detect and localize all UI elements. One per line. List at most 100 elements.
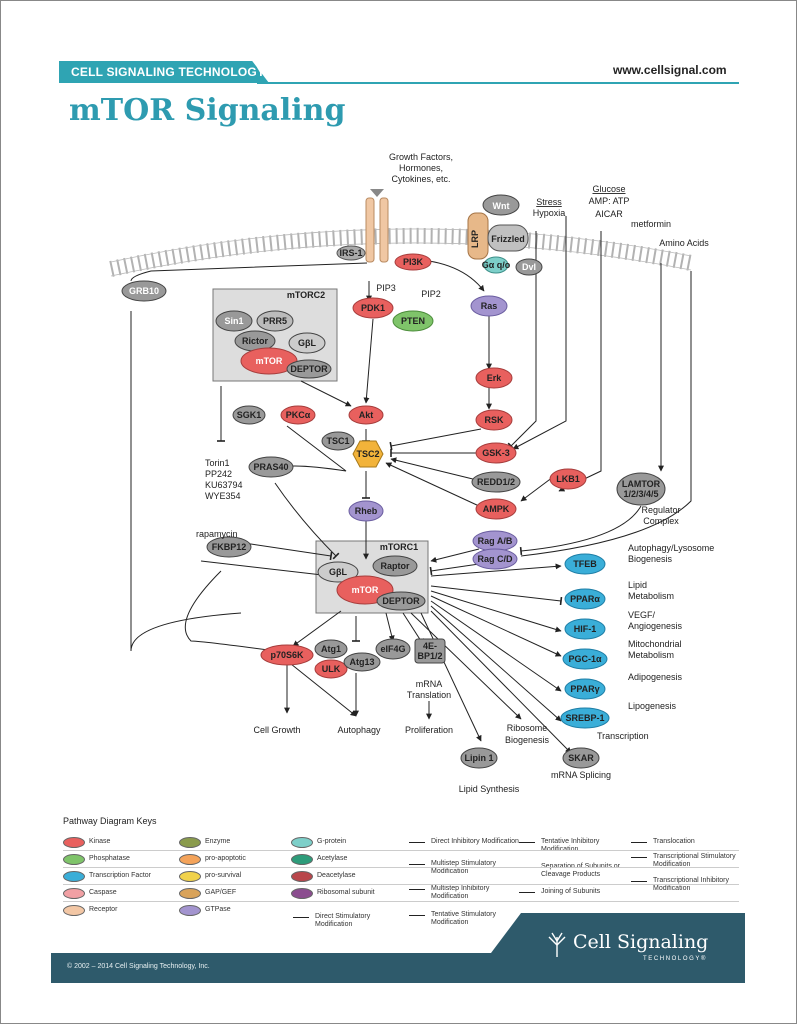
pkca-node[interactable] [280, 405, 316, 425]
key-swatch [63, 888, 85, 899]
sin1-node[interactable] [215, 310, 253, 332]
raptor-label: Raptor [381, 561, 410, 571]
key-arrow-label: Separation of Subunits or Cleavage Produ… [541, 863, 620, 878]
skar-label: SKAR [568, 753, 594, 763]
irs1-node[interactable] [336, 245, 366, 261]
mtor-label-c2: mTOR [256, 356, 283, 366]
irs1-label: IRS-1 [339, 248, 362, 258]
lipin1-node[interactable] [460, 747, 498, 769]
key-arrow-icon [409, 842, 425, 843]
ppara-node[interactable] [564, 588, 606, 610]
ampk-node[interactable] [475, 498, 517, 520]
key-arrow-label: Multistep Stimulatory Modification [431, 860, 496, 875]
cell-membrane [109, 227, 693, 277]
gsk3-label: GSK-3 [482, 448, 510, 458]
eif4g-node[interactable] [375, 638, 411, 660]
lrp-label: LRP [470, 230, 480, 248]
galpha-node[interactable] [483, 256, 509, 274]
key-swatch [179, 837, 201, 848]
deptor-node-c1[interactable] [376, 591, 426, 611]
sgk1-node[interactable] [232, 405, 266, 425]
dvl-node[interactable] [515, 258, 543, 276]
pi3k-node[interactable] [394, 253, 432, 271]
deptor-label-c2: DEPTOR [290, 364, 328, 374]
gbl-node-c2[interactable] [288, 332, 326, 354]
vegf-label: VEGF/ [628, 610, 656, 620]
website-link[interactable]: www.cellsignal.com [613, 63, 727, 77]
fkbp12-node[interactable] [206, 536, 252, 558]
translation-label: Translation [407, 690, 451, 700]
gsk3-node[interactable] [475, 442, 517, 464]
stress-label: Stress [536, 197, 562, 207]
key-swatch [179, 854, 201, 865]
regulator-label: Regulator [641, 505, 680, 515]
key-swatch [63, 905, 85, 916]
akt-label: Akt [359, 410, 374, 420]
pras40-node[interactable] [248, 456, 294, 478]
mtorc1-label: mTORC1 [380, 542, 418, 552]
key-label: Kinase [89, 838, 111, 845]
deptor-node-c2[interactable] [286, 359, 332, 379]
key-arrow-label: Transcriptional Inhibitory Modification [653, 877, 729, 892]
tsc2-node[interactable] [352, 440, 384, 468]
atg1-node[interactable] [314, 639, 348, 659]
erk-node[interactable] [475, 367, 513, 389]
header-divider [257, 82, 739, 84]
frizzled-node[interactable] [487, 224, 529, 252]
lkb1-node[interactable] [549, 468, 587, 490]
ragab-label: Rag A/B [478, 536, 513, 546]
raptor-node[interactable] [372, 555, 418, 577]
pdk1-node[interactable] [352, 297, 394, 319]
atg13-node[interactable] [343, 652, 381, 672]
4ebp-label-top: 4E- [423, 641, 437, 651]
lipid-label: Lipid [628, 580, 647, 590]
grb10-node[interactable] [121, 280, 167, 302]
autophagy-label: Autophagy [337, 725, 381, 735]
key-swatch [63, 854, 85, 865]
4ebp-label-bottom: BP1/2 [417, 651, 442, 661]
ragcd-node[interactable] [472, 548, 518, 570]
tfeb-label: TFEB [573, 559, 597, 569]
hif1-node[interactable] [564, 618, 606, 640]
pten-label: PTEN [401, 316, 425, 326]
key-arrow-label: Translocation [653, 838, 695, 845]
brand-label: CELL SIGNALING TECHNOLOGY [71, 65, 266, 79]
cytokines-label: Cytokines, etc. [391, 174, 450, 184]
akt-node[interactable] [348, 405, 384, 425]
pparg-node[interactable] [564, 678, 606, 700]
key-swatch [291, 854, 313, 865]
key-swatch [291, 888, 313, 899]
prr5-node[interactable] [256, 310, 294, 332]
tsc1-node[interactable] [321, 431, 355, 451]
key-arrow-icon [631, 842, 647, 843]
tfeb-node[interactable] [564, 553, 606, 575]
key-label: Deacetylase [317, 872, 356, 879]
mtor-label-c1: mTOR [352, 585, 379, 595]
lamtor-node[interactable] [616, 472, 666, 506]
wnt-node[interactable] [482, 194, 520, 216]
ribosome-label: Ribosome [507, 723, 548, 733]
redd-node[interactable] [471, 471, 521, 493]
transcription-label: Transcription [597, 731, 649, 741]
key-label: Phosphatase [89, 855, 130, 862]
rsk-node[interactable] [475, 409, 513, 431]
autophagy-lysosome-label: Autophagy/Lysosome [628, 543, 714, 553]
4ebp-node[interactable] [414, 638, 446, 664]
erk-label: Erk [487, 373, 503, 383]
key-swatch [63, 871, 85, 882]
ulk-label: ULK [322, 664, 341, 674]
p70s6k-node[interactable] [260, 644, 314, 666]
pgc1a-node[interactable] [562, 648, 608, 670]
ragcd-label: Rag C/D [477, 554, 513, 564]
aicar-label: AICAR [595, 209, 623, 219]
srebp1-node[interactable] [560, 707, 610, 729]
pten-node[interactable] [392, 310, 434, 332]
key-swatch [63, 837, 85, 848]
rheb-node[interactable] [348, 500, 384, 522]
gbl-node-c1[interactable] [317, 561, 359, 583]
skar-node[interactable] [562, 747, 600, 769]
key-label: Transcription Factor [89, 872, 151, 879]
ulk-node[interactable] [314, 659, 348, 679]
ras-node[interactable] [470, 295, 508, 317]
deptor-label-c1: DEPTOR [382, 596, 420, 606]
